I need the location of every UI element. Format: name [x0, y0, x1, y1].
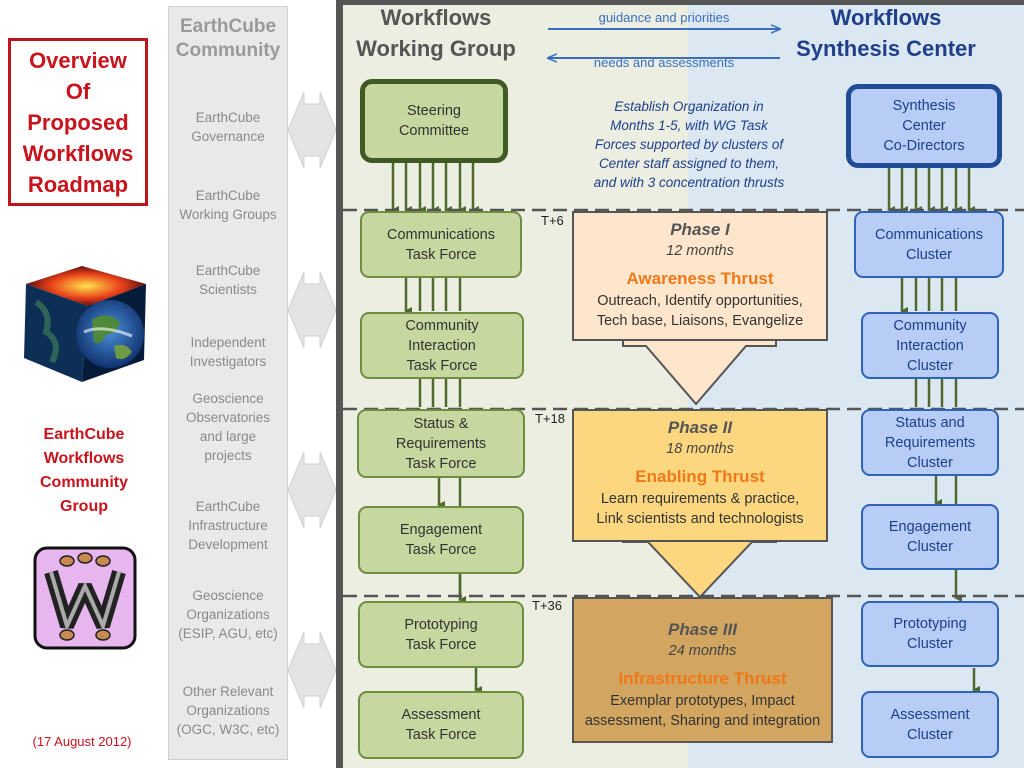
title-text: Overview Of Proposed Workflows Roadmap [22, 47, 134, 197]
synthesis-center-header: Workflows Synthesis Center [796, 5, 976, 61]
phase-1-box: Phase I 12 months Awareness Thrust Outre… [572, 211, 828, 341]
organization-note: Establish Organization in Months 1-5, wi… [593, 99, 785, 190]
phase-3-box: Phase III 24 months Infrastructure Thrus… [572, 597, 833, 743]
phase-arrow-2 [622, 533, 777, 599]
phase-2-box: Phase II 18 months Enabling Thrust Learn… [572, 409, 828, 542]
date-label: (17 August 2012) [32, 734, 132, 749]
group-label: EarthCube Workflows Community Group [40, 426, 128, 515]
roadmap-diagram: Workflows Working Group Workflows Synthe… [336, 0, 1024, 768]
community-arrows [287, 91, 337, 709]
time-label-t6: T+6 [541, 213, 564, 228]
needs-label: needs and assessments [593, 55, 735, 70]
guidance-label: guidance and priorities [598, 10, 730, 25]
double-arrow-icon [287, 451, 337, 529]
community-heading: EarthCube Community [175, 16, 281, 61]
workflows-w-logo [33, 546, 137, 650]
double-arrow-icon [287, 271, 337, 349]
double-arrow-icon [287, 91, 337, 169]
time-label-t18: T+18 [535, 411, 565, 426]
working-group-header: Workflows Working Group [356, 5, 516, 61]
earth-cube-icon [24, 266, 146, 382]
title-box: Overview Of Proposed Workflows Roadmap [8, 38, 148, 206]
steering-connectors [391, 163, 482, 694]
time-label-t36: T+36 [532, 598, 562, 613]
double-arrow-icon [287, 631, 337, 709]
